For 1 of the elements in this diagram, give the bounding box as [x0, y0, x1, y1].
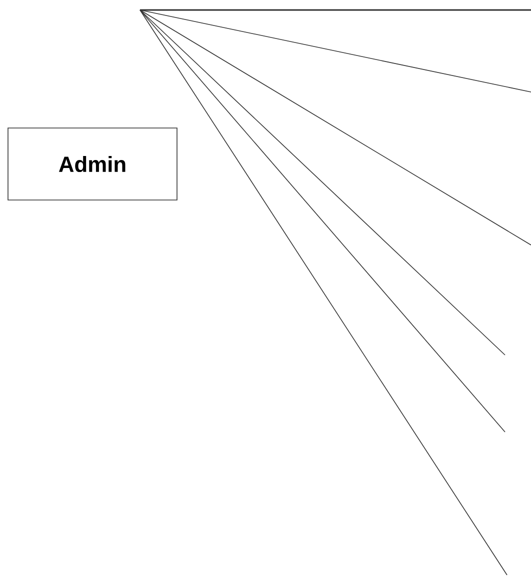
admin-box: Admin — [8, 128, 178, 200]
